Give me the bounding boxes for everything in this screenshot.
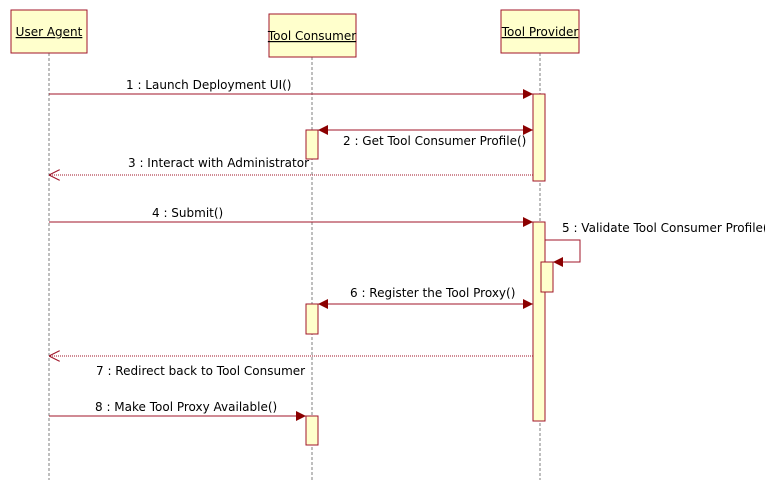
activation-bar-provider-self bbox=[540, 261, 554, 293]
activation-bar-consumer-2 bbox=[305, 303, 319, 335]
activation-bar-consumer-3 bbox=[305, 415, 319, 446]
lifeline-label-tool-provider: Tool Provider bbox=[501, 25, 579, 39]
message-1-label: 1 : Launch Deployment UI() bbox=[126, 78, 291, 92]
activation-bar-consumer-1 bbox=[305, 129, 319, 160]
lifeline-box-tool-consumer[interactable]: Tool Consumer bbox=[267, 13, 357, 58]
message-7-label: 7 : Redirect back to Tool Consumer bbox=[96, 364, 305, 378]
lifeline-box-user-agent[interactable]: User Agent bbox=[10, 9, 88, 54]
lifeline-label-tool-consumer: Tool Consumer bbox=[267, 29, 356, 43]
message-2-label: 2 : Get Tool Consumer Profile() bbox=[343, 134, 526, 148]
message-5-arrow bbox=[545, 239, 581, 267]
lifeline-box-tool-provider[interactable]: Tool Provider bbox=[500, 9, 580, 54]
message-4-label: 4 : Submit() bbox=[152, 206, 223, 220]
message-3-label: 3 : Interact with Administrator bbox=[128, 156, 309, 170]
message-5-label: 5 : Validate Tool Consumer Profile() bbox=[562, 221, 765, 235]
lifeline-label-user-agent: User Agent bbox=[16, 25, 83, 39]
activation-bar-provider-2 bbox=[532, 221, 546, 422]
activation-bar-provider-1 bbox=[532, 93, 546, 182]
message-6-label: 6 : Register the Tool Proxy() bbox=[350, 286, 515, 300]
message-8-label: 8 : Make Tool Proxy Available() bbox=[95, 400, 277, 414]
